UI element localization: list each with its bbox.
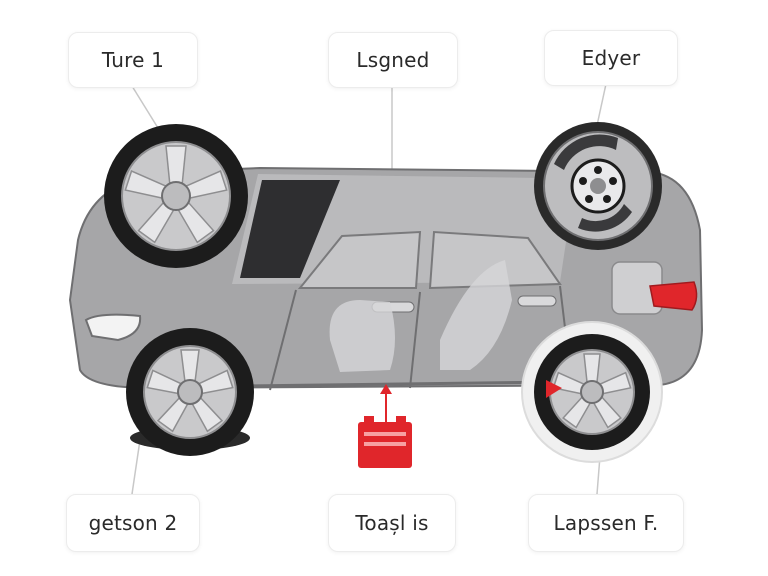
battery-indicator <box>380 384 392 422</box>
wheel-bottom-left <box>126 328 254 456</box>
leader-line-top-left <box>131 85 159 129</box>
label-top-left: Ture 1 <box>68 32 198 88</box>
label-top-right: Edyer <box>544 30 678 86</box>
label-bottom-right: Lapssen F. <box>528 494 684 552</box>
tail-light-icon <box>649 281 698 311</box>
battery-icon <box>358 416 412 468</box>
wheel-top-left <box>104 124 248 268</box>
leader-line-bottom-left <box>131 439 141 495</box>
wheel-bottom-right <box>521 321 663 463</box>
label-bottom-left: getson 2 <box>66 494 200 552</box>
label-top-center: Lsgned <box>328 32 458 88</box>
label-bottom-center: Toașl is <box>328 494 456 552</box>
brake-disc-top-right <box>534 122 662 250</box>
